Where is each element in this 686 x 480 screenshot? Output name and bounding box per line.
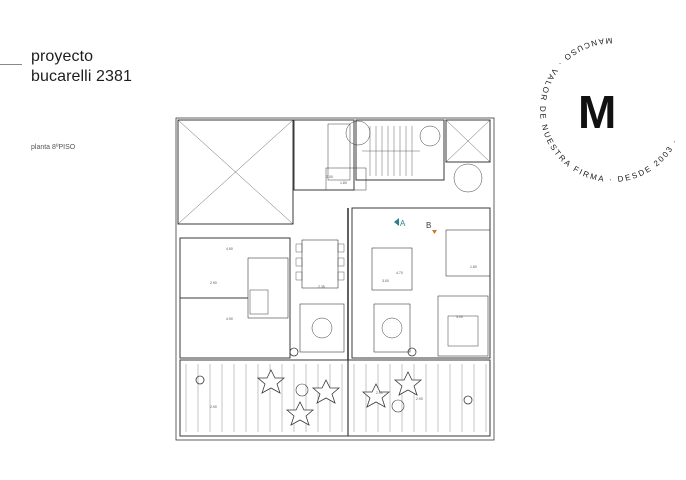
stair-core	[355, 119, 445, 181]
living-right	[373, 303, 411, 353]
kitchen-upper	[293, 119, 355, 191]
dim-label: 3.00	[456, 315, 463, 319]
dim-label: 4.70	[396, 271, 403, 275]
dim-label: 1.80	[340, 181, 347, 185]
plant	[463, 395, 473, 405]
dim-label: 1.80	[470, 265, 477, 269]
marker-a-arrow	[394, 218, 399, 226]
dim-label: 3.00	[382, 279, 389, 283]
balcony	[179, 359, 491, 437]
floor-plan-drawing: A B 4.90 2.90 4.90 1.80 2.00 2.90 3.00 4…	[175, 117, 495, 441]
plant	[407, 347, 417, 357]
title-rule	[0, 64, 22, 65]
project-title: proyecto bucarelli 2381	[31, 47, 132, 87]
living-left	[299, 303, 345, 353]
balcony-table	[391, 399, 405, 413]
marker-b-arrow	[432, 230, 437, 234]
dim-label: 2.00	[326, 175, 333, 179]
plant	[289, 347, 299, 357]
floor-plan: A B 4.90 2.90 4.90 1.80 2.00 2.90 3.00 4…	[175, 117, 495, 441]
unit-right	[351, 207, 491, 359]
project-title-line2: bucarelli 2381	[31, 68, 133, 85]
balcony-chair	[393, 371, 423, 396]
brand-seal: MANCUSO · VALOR DE NUESTRA FIRMA · DESDE…	[536, 34, 677, 192]
dim-label: 2.90	[210, 281, 217, 285]
balcony-chair	[311, 379, 341, 404]
plan-outline	[175, 117, 495, 441]
dining-table-right	[371, 247, 413, 291]
balcony-chair	[361, 383, 391, 408]
dim-label: 2.90	[416, 397, 423, 401]
dim-label: 2.90	[210, 405, 217, 409]
plant	[195, 375, 205, 385]
balcony-chair	[256, 369, 286, 394]
void-top-left	[177, 119, 294, 225]
dim-label: 4.90	[226, 317, 233, 321]
balcony-table	[295, 383, 309, 397]
void-top-right	[445, 119, 491, 163]
dim-label: 2.90	[376, 391, 383, 395]
marker-a-label: A	[400, 219, 406, 228]
brand-seal-graphic: MANCUSO · VALOR DE NUESTRA FIRMA · DESDE…	[538, 36, 677, 184]
project-title-line1: proyecto	[31, 48, 94, 65]
brand-monogram: M	[578, 86, 616, 138]
dining-table-left	[301, 239, 339, 289]
floor-label: planta 8ºPISO	[31, 144, 76, 151]
marker-b-label: B	[426, 221, 431, 230]
dim-label: 2.35	[318, 285, 325, 289]
balcony-chair	[285, 401, 315, 426]
dim-label: 4.90	[226, 247, 233, 251]
